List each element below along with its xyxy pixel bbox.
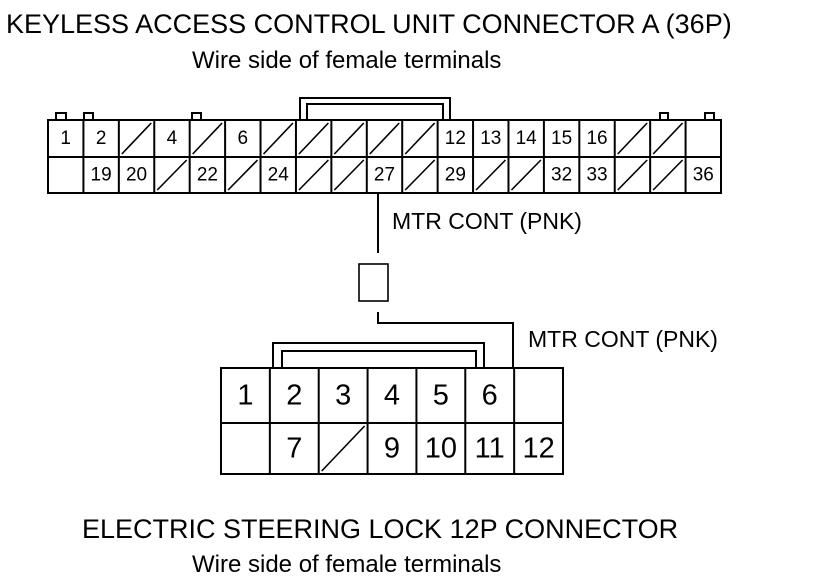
connector-a-title: KEYLESS ACCESS CONTROL UNIT CONNECTOR A … <box>6 9 732 39</box>
connector-a-terminal: 32 <box>551 165 572 186</box>
connector-a-empty-cavity <box>510 159 542 191</box>
connector-a-empty-cavity <box>333 159 365 191</box>
connector-a-terminal: 15 <box>551 128 572 149</box>
connector-a-empty-cavity <box>652 159 684 191</box>
connector-a-terminal: 4 <box>167 128 178 149</box>
connector-a-empty-cavity <box>617 159 648 191</box>
inline-connector <box>358 263 389 302</box>
connector-b-terminal: 9 <box>384 433 400 465</box>
connector-b-terminal: 5 <box>433 380 449 412</box>
connector-b-empty-cavity <box>321 425 366 472</box>
connector-b-body <box>220 367 564 475</box>
connector-b-terminal: 10 <box>425 433 457 465</box>
connector-b-terminal: 11 <box>475 433 505 465</box>
connector-a-terminal: 13 <box>480 128 501 149</box>
connector-b-subtitle: Wire side of female terminals <box>192 551 501 578</box>
connector-a-empty-cavity <box>298 122 329 155</box>
connector-a-terminal: 24 <box>268 165 290 186</box>
connector-a-empty-cavity <box>298 159 329 191</box>
connector-a-terminal: 29 <box>445 165 466 186</box>
wire-label-upper: MTR CONT (PNK) <box>392 208 582 234</box>
connector-a-terminal: 22 <box>197 165 218 186</box>
connector-a-terminal: 14 <box>516 128 538 149</box>
connector-a-terminal: 20 <box>126 165 147 186</box>
wire-label-lower: MTR CONT (PNK) <box>528 326 718 352</box>
connector-a-empty-cavity <box>121 122 152 155</box>
connector-b-terminal: 4 <box>384 380 400 412</box>
connector-a-terminal: 2 <box>96 128 107 149</box>
connector-a-terminal: 27 <box>374 165 395 186</box>
connector-a-empty-cavity <box>333 122 365 155</box>
connector-a-terminal: 19 <box>91 165 112 186</box>
wire-mtr-cont: MTR CONT (PNK) MTR CONT (PNK) <box>358 193 718 368</box>
connector-a-terminal: 1 <box>60 128 71 149</box>
connector-a-terminal: 33 <box>586 165 607 186</box>
connector-a-terminal: 16 <box>586 128 607 149</box>
connector-a-terminal: 36 <box>693 165 714 186</box>
connector-b-title: ELECTRIC STEERING LOCK 12P CONNECTOR <box>82 514 678 544</box>
connector-b-terminal: 3 <box>335 380 351 412</box>
connector-b-terminal: 2 <box>286 380 302 412</box>
connector-a-empty-cavity <box>156 159 188 191</box>
connector-a-terminal: 6 <box>238 128 249 149</box>
connector-a-empty-cavity <box>652 122 684 155</box>
connector-a-empty-cavity <box>404 159 436 191</box>
connector-b-terminal: 1 <box>237 380 253 412</box>
connector-a-terminal: 12 <box>445 128 466 149</box>
connector-b-terminal: 12 <box>522 433 554 465</box>
connector-a-empty-cavity <box>404 122 436 155</box>
connector-a-subtitle: Wire side of female terminals <box>192 47 501 74</box>
connector-b-terminal: 7 <box>286 433 302 465</box>
connector-a-empty-cavity <box>262 122 294 155</box>
connector-a-empty-cavity <box>369 122 400 155</box>
connector-a-empty-cavity <box>227 159 259 191</box>
connector-a-empty-cavity <box>192 122 223 155</box>
connector-a-empty-cavity <box>475 159 507 191</box>
connector-b-terminal: 6 <box>482 380 498 412</box>
connector-a-empty-cavity <box>617 122 648 155</box>
